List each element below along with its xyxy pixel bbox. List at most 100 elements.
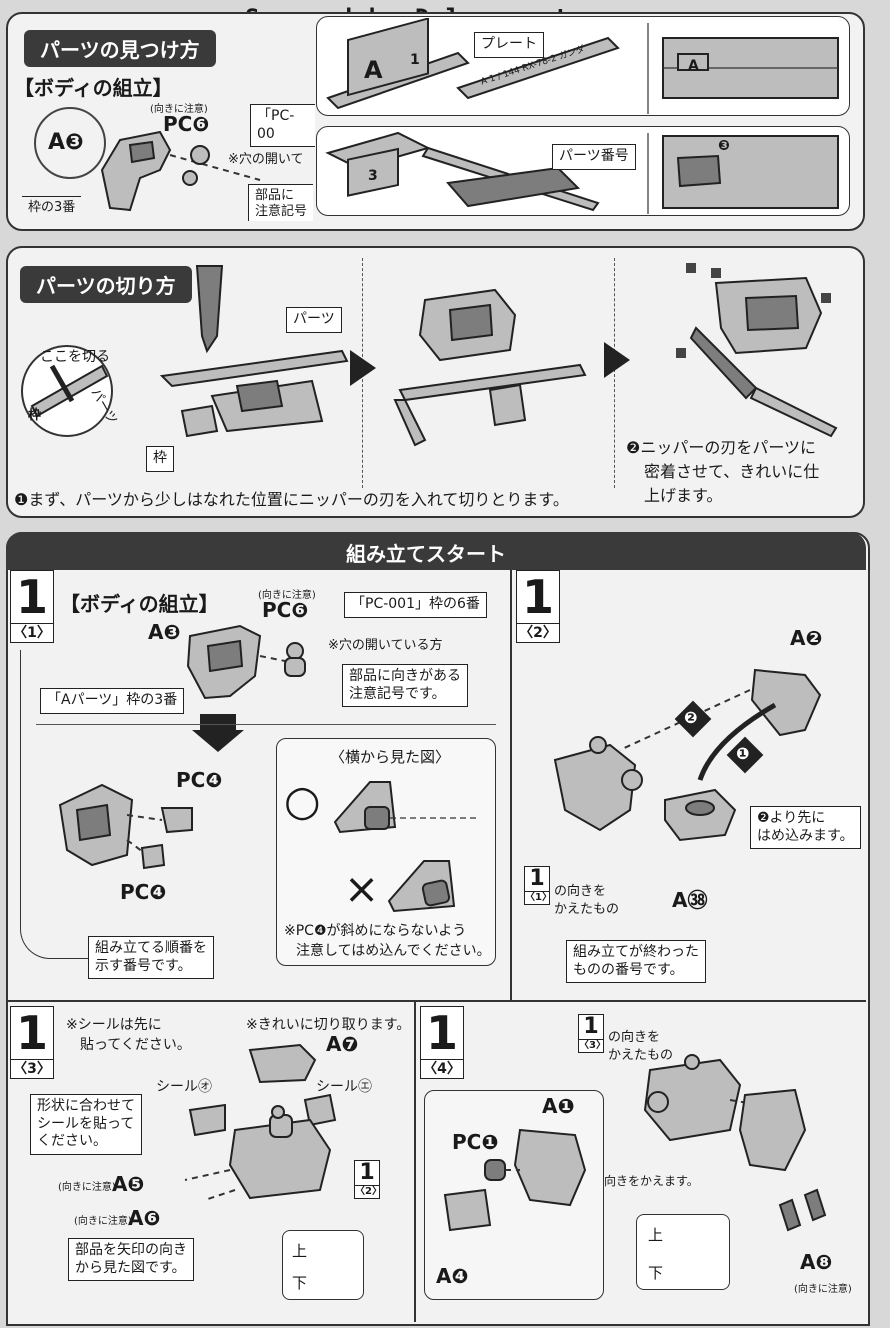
s2-drawing [553, 668, 822, 842]
s3-seal-o: シール㋔ [156, 1079, 212, 1095]
side-view-box [276, 738, 496, 966]
s1-caution-l2: 注意記号です。 [349, 685, 446, 702]
cut-here-label: ここを切る [40, 349, 110, 365]
s3-up: 上 [292, 1242, 308, 1260]
s1-heading: 【ボディの組立】 [60, 592, 219, 616]
s3-a5-note: (向きに注意) [58, 1182, 116, 1193]
s1-side-view: 〈横から見た図〉 [330, 748, 451, 766]
cut-step2-drawing [676, 263, 838, 438]
s1-order-l2: 示す番号です。 [95, 957, 192, 974]
s1-a-frame: 「Aパーツ」枠の3番 [40, 688, 185, 714]
s2-ref-l2: かえたもの [554, 902, 620, 917]
step-1-3-sub: 〈3〉 [11, 1059, 53, 1078]
s1-order-l1: 組み立てる順番を [95, 940, 207, 956]
runner-plate-drawing [326, 18, 839, 114]
s3-arrow-view: 部品を矢印の向き から見た図です。 [68, 1238, 194, 1281]
cut-arrow-2 [604, 342, 630, 378]
find-hole-note: ※穴の開いて [228, 152, 304, 167]
find-parts-label: 部品に 注意記号 [248, 184, 313, 221]
s2-arrow1: ❶ [736, 744, 750, 763]
s3-down: 下 [292, 1274, 308, 1292]
s1-pc6: PC❻ [262, 598, 309, 622]
s2-a2: A❷ [790, 626, 823, 650]
s3-arrow-l1: 部品を矢印の向き [75, 1242, 187, 1258]
s2-done: 組み立てが終わった ものの番号です。 [566, 940, 706, 983]
assembly-hdivider [6, 1000, 866, 1002]
assembly-vdivider-bottom [414, 1000, 416, 1322]
plate-num: 1 [410, 52, 420, 68]
s1-pc4-top: PC❹ [176, 768, 223, 792]
step-1-2-sub: 〈2〉 [517, 623, 559, 642]
find-frame-label: 枠の3番 [22, 196, 82, 219]
s4-inner-drawing [443, 1128, 587, 1232]
runner-letter: A [688, 58, 699, 74]
s3-ref-badge: 1 〈2〉 [354, 1160, 382, 1199]
step-1-1-num: 1 [15, 570, 48, 624]
cut-step2-l1: ❷ニッパーの刃をパーツに [626, 438, 817, 457]
runner-partnum-drawing [325, 131, 839, 214]
cut-parts-label: パーツ [286, 307, 342, 333]
s2-done-l2: ものの番号です。 [573, 961, 684, 978]
s2-before: ❷より先に はめ込みます。 [750, 806, 861, 849]
s1-down-arrow-head [192, 730, 244, 752]
step-1-3-num: 1 [15, 1006, 48, 1060]
s4-drawing [643, 1054, 827, 1232]
cut-frame-small: 枠 [28, 408, 42, 423]
s3-cut-note: ※きれいに切り取ります。 [246, 1017, 411, 1033]
s2-ref-badge: 1 〈1〉 [524, 866, 552, 905]
s1-hole-note: ※穴の開いている方 [328, 638, 443, 653]
s4-ref-l2: かえたもの [608, 1048, 674, 1063]
s4-up: 上 [648, 1226, 664, 1244]
s4-ref-num: 1 [583, 1014, 599, 1039]
s2-before-l2: はめ込みます。 [757, 827, 854, 844]
find-a3: A❸ [48, 130, 84, 155]
s2-ref-l1: の向きを [554, 884, 607, 899]
s1-a3: A❸ [148, 620, 181, 644]
s1-order: 組み立てる順番を 示す番号です。 [88, 936, 214, 979]
runner-mark: ❸ [718, 138, 730, 154]
step-1-3-badge: 1 〈3〉 [10, 1006, 54, 1079]
s1-body-bottom [58, 783, 193, 870]
s3-a5: A❺ [112, 1172, 145, 1196]
s1-pc001: 「PC-001」枠の6番 [344, 592, 487, 618]
s1-order-arrow-line [20, 650, 91, 959]
find-subtitle: 【ボディの組立】 [14, 76, 173, 100]
s4-ref-sub: 〈3〉 [579, 1039, 606, 1051]
s4-down: 下 [648, 1264, 664, 1282]
s3-shape: 形状に合わせて シールを貼って ください。 [30, 1094, 142, 1155]
s3-shape-l1: 形状に合わせて [37, 1098, 135, 1114]
cut-step1-drawing [21, 265, 349, 438]
s3-ref-sub: 〈2〉 [355, 1185, 382, 1197]
step-1-1-badge: 1 〈1〉 [10, 570, 54, 643]
s3-seal-note-l1: ※シールは先に [66, 1017, 162, 1033]
s3-seal-e: シール㋓ [316, 1079, 372, 1095]
assembly-header [6, 532, 866, 570]
step-1-4-num: 1 [425, 1006, 458, 1060]
cut-step2-l3: 上げます。 [644, 486, 723, 505]
step-1-2-num: 1 [521, 570, 554, 624]
find-parts-label-text: 部品に [255, 188, 295, 203]
cut-parts-title: パーツの切り方 [20, 266, 192, 303]
step-1-2-badge: 1 〈2〉 [516, 570, 560, 643]
s3-seal-note-l2: 貼ってください。 [80, 1037, 191, 1053]
s3-a7: A❼ [326, 1032, 359, 1056]
s3-a6-note: (向きに注意) [74, 1216, 132, 1227]
s1-orient-note: (向きに注意) [258, 590, 316, 601]
s4-a1: A❶ [542, 1094, 575, 1118]
s4-ref-badge: 1 〈3〉 [578, 1014, 606, 1053]
partnum-label: パーツ番号 [552, 144, 636, 170]
find-body-part [100, 130, 261, 212]
s3-shape-l3: ください。 [37, 1133, 107, 1149]
s3-drawing [184, 1043, 337, 1200]
find-parts-title: パーツの見つけ方 [24, 30, 216, 67]
s2-arrow2: ❷ [684, 708, 698, 727]
cut-arrow-1 [350, 350, 376, 386]
s1-ng: × [344, 864, 380, 913]
s3-shape-l2: シールを貼って [37, 1115, 135, 1132]
s3-view-box [282, 1230, 364, 1300]
cut-frame-label: 枠 [146, 446, 174, 472]
step-1-4-badge: 1 〈4〉 [420, 1006, 464, 1079]
find-parts-label-text2: 注意記号 [255, 204, 308, 220]
s2-a38: A㊳ [672, 888, 708, 912]
plate-label: プレート [474, 32, 544, 58]
